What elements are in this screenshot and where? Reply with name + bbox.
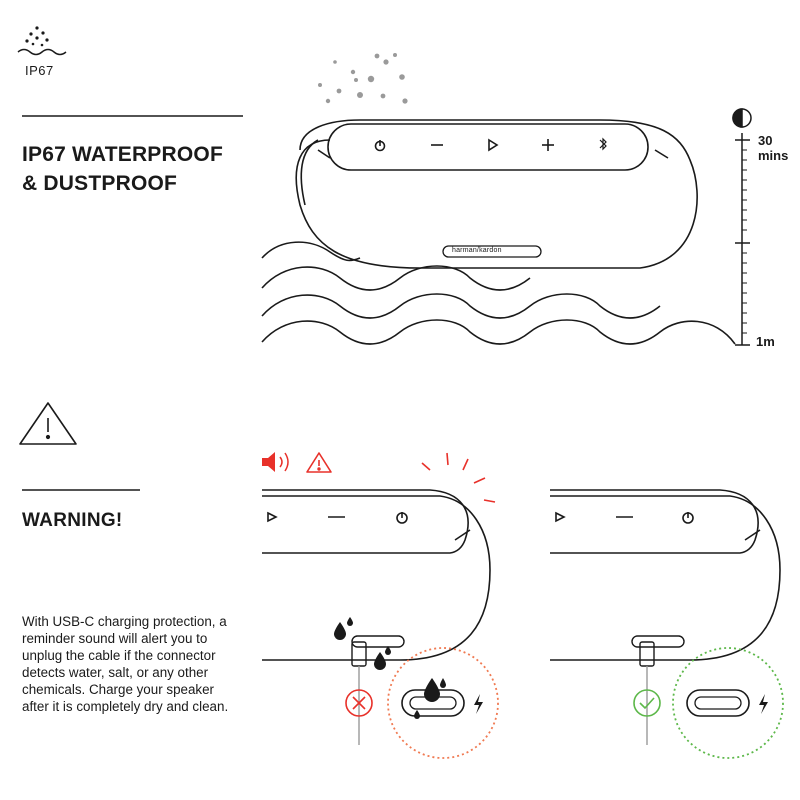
wet-port-zoom bbox=[387, 647, 499, 759]
usb-port-dry bbox=[631, 635, 685, 745]
depth-time-value: 30 bbox=[758, 133, 773, 148]
speaker-side-dry bbox=[550, 489, 781, 661]
plus-icon bbox=[542, 139, 554, 151]
brand-badge bbox=[442, 245, 542, 258]
title-line-1: IP67 WATERPROOF bbox=[22, 143, 223, 166]
depth-time-unit: mins bbox=[758, 148, 789, 163]
depth-scale bbox=[732, 108, 752, 346]
power-icon bbox=[374, 140, 386, 152]
alert-triangle-icon bbox=[306, 452, 332, 473]
water-drops-icon bbox=[334, 617, 391, 670]
play-icon bbox=[488, 138, 499, 152]
water-drops-wave-icon bbox=[17, 26, 67, 56]
depth-label: 1m bbox=[756, 334, 775, 349]
title-line-2: & DUSTPROOF bbox=[22, 172, 178, 195]
speaker-illustration bbox=[295, 119, 698, 269]
error-x-icon bbox=[345, 689, 373, 717]
warning-triangle-icon bbox=[19, 402, 77, 445]
usb-port-wet bbox=[351, 635, 405, 745]
depth-time-label: 30 mins bbox=[758, 133, 788, 163]
warning-title: WARNING! bbox=[22, 510, 123, 531]
ip-rating-label: IP67 bbox=[25, 63, 54, 78]
speaker-controls bbox=[374, 137, 607, 152]
bluetooth-icon bbox=[599, 137, 607, 151]
alert-speaker-icon bbox=[262, 452, 289, 472]
half-moon-clock-icon bbox=[732, 108, 752, 128]
dry-port-zoom bbox=[672, 647, 784, 759]
warning-description: With USB-C charging protection, a remind… bbox=[22, 614, 229, 715]
check-icon bbox=[633, 689, 661, 717]
dust-particles bbox=[318, 53, 408, 104]
water-waves bbox=[261, 241, 736, 345]
speaker-side-wet bbox=[262, 489, 491, 661]
alert-rays bbox=[421, 452, 496, 503]
page-title: IP67 WATERPROOF & DUSTPROOF bbox=[22, 140, 223, 198]
brand-logo: harman/kardon bbox=[452, 247, 502, 254]
